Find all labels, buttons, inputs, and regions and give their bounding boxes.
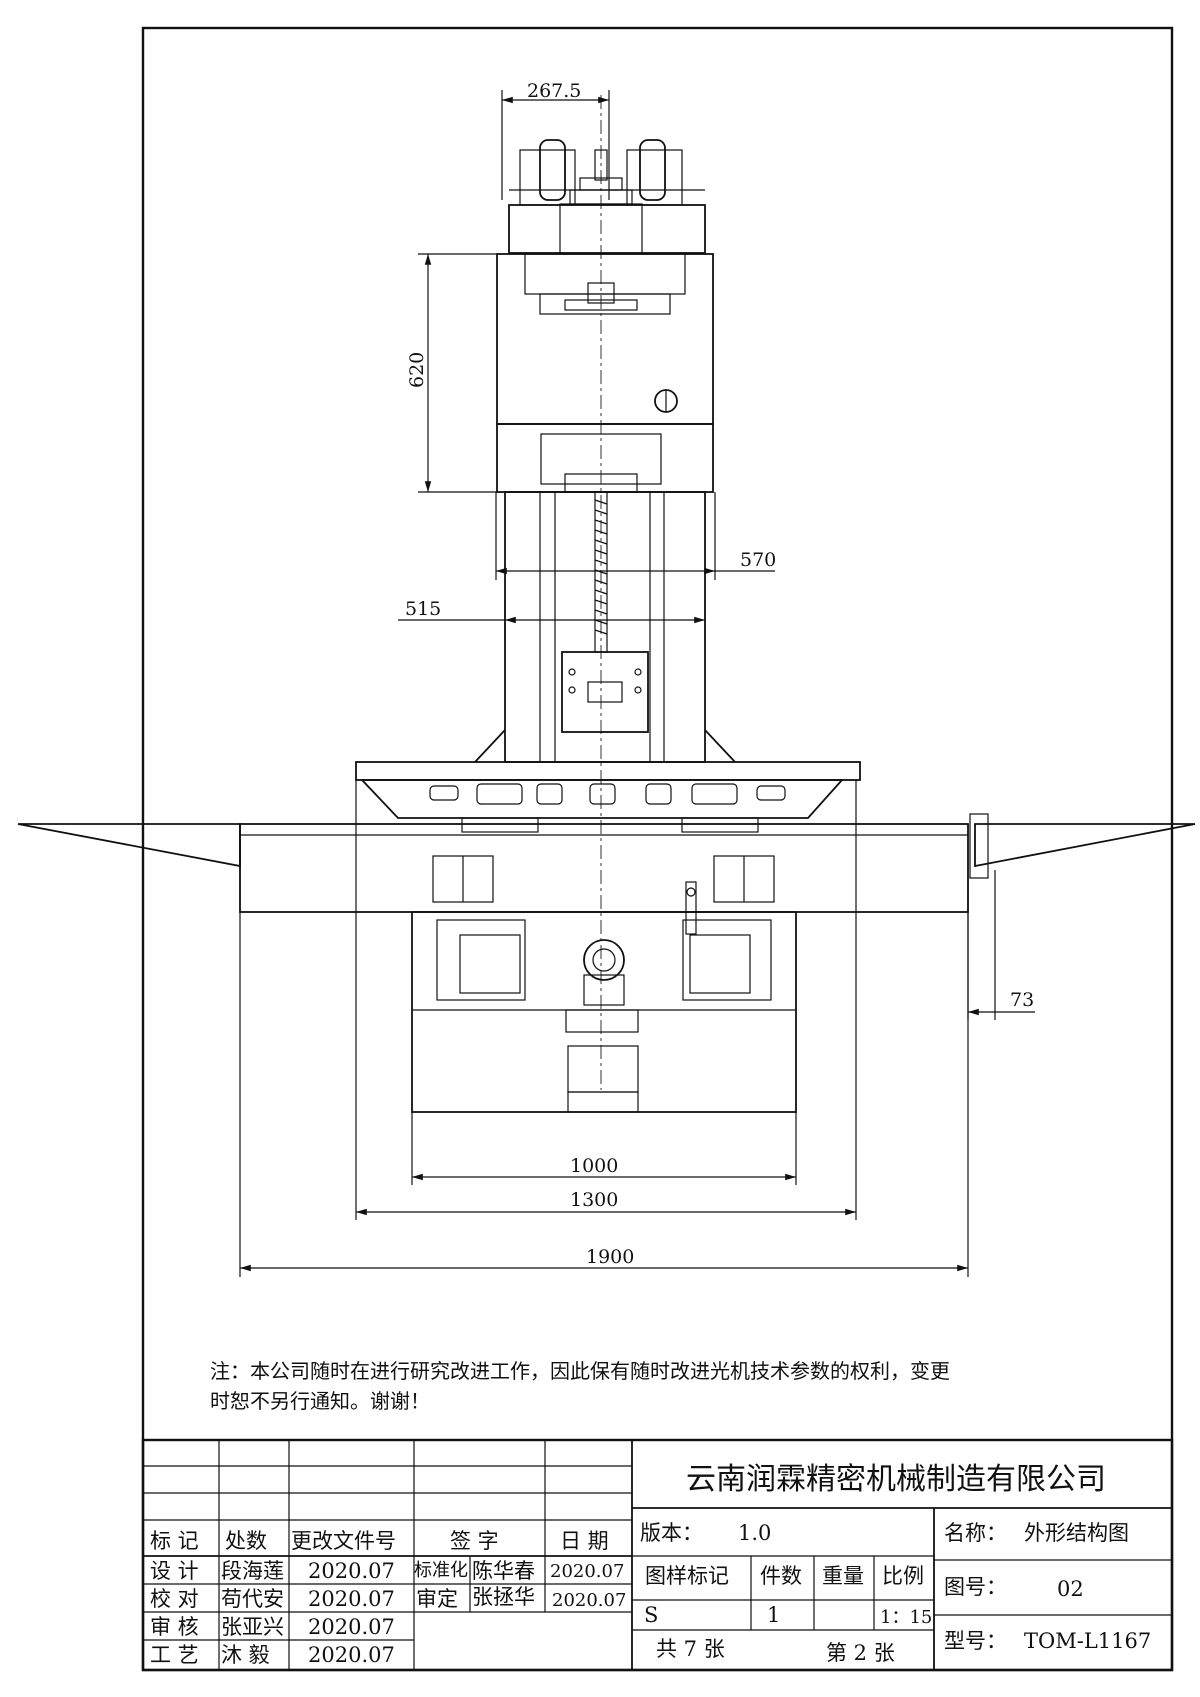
dimension-label-620: 620 [406,352,428,388]
approve-label: 审定 [416,1587,458,1611]
qty-label: 件数 [760,1564,802,1588]
rev-header-count: 处数 [225,1529,267,1553]
model-value: TOM-L1167 [1024,1629,1151,1653]
name-value: 外形结构图 [1024,1521,1129,1545]
sheet-number: 第 2 张 [826,1641,895,1665]
qty-value: 1 [767,1603,780,1627]
worktable [17,813,1196,913]
dimension-1300: 1300 [355,780,857,1220]
dimension-73: 73 [967,870,1035,1020]
dimension-1000: 1000 [411,1112,797,1185]
std-label: 标准化 [414,1560,468,1581]
saddle [355,761,861,833]
sign-name-process: 沐 毅 [221,1643,270,1667]
note-line-1: 注：本公司随时在进行研究改进工作，因此保有随时改进光机技术参数的权利，变更 [210,1359,950,1383]
dimension-1900: 1900 [239,912,969,1277]
sign-date-review: 2020.07 [308,1615,395,1639]
drawing-no-label: 图号： [944,1575,1007,1599]
dimension-267: 267.5 [501,80,610,200]
rev-header-mark: 标 记 [150,1529,199,1553]
rev-header-sign: 签 字 [450,1529,499,1553]
sign-role-design: 设 计 [150,1559,199,1583]
rev-header-date: 日 期 [560,1529,609,1553]
spindle-head [496,253,714,493]
version-label: 版本： [640,1521,703,1545]
approve-name: 张拯华 [472,1585,535,1609]
sign-name-design: 段海莲 [221,1559,284,1583]
std-date: 2020.07 [550,1561,624,1582]
model-label: 型号： [944,1629,1007,1653]
dimension-570: 570 [495,492,776,580]
note-line-2: 时恕不另行通知。谢谢！ [210,1389,430,1413]
machine-base [411,881,797,1113]
total-sheets: 共 7 张 [656,1637,725,1661]
sign-date-process: 2020.07 [308,1643,395,1667]
spindle-motor-assembly [508,139,706,255]
approve-date: 2020.07 [552,1590,626,1611]
name-label: 名称： [944,1521,1007,1545]
company-name: 云南润霖精密机械制造有限公司 [686,1462,1106,1497]
sign-name-review: 张亚兴 [221,1615,284,1639]
sign-role-review: 审 核 [150,1615,199,1639]
dimension-label-1900: 1900 [586,1246,634,1268]
dimension-label-73: 73 [1010,989,1034,1011]
drawing-frame [141,26,1174,1672]
dimension-label-570: 570 [740,549,776,571]
dimension-label-1300: 1300 [570,1189,618,1211]
column [474,491,736,763]
scale-value: 1：15 [880,1607,932,1628]
sign-name-check: 苟代安 [221,1587,284,1611]
rev-header-file: 更改文件号 [291,1529,396,1553]
std-name: 陈华春 [472,1559,535,1583]
mark-value: S [644,1603,658,1627]
title-block: 云南润霖精密机械制造有限公司 标 记 处数 更改文件号 签 字 日 期 设 计 … [141,1438,1174,1672]
dimension-620: 620 [406,253,497,493]
sign-role-check: 校 对 [150,1587,199,1611]
sign-date-design: 2020.07 [308,1559,395,1583]
machine-front-view [17,95,1196,1113]
dimension-label-1000: 1000 [570,1155,618,1177]
weight-label: 重量 [822,1564,864,1588]
drawing-no-value: 02 [1057,1577,1084,1601]
dimension-label-267: 267.5 [527,80,581,102]
mark-label: 图样标记 [645,1564,729,1588]
scale-label: 比例 [882,1564,924,1588]
dimension-515: 515 [398,598,706,640]
sign-date-check: 2020.07 [308,1587,395,1611]
sign-role-process: 工 艺 [150,1643,199,1667]
dimension-label-515: 515 [405,598,441,620]
version-value: 1.0 [738,1521,771,1545]
